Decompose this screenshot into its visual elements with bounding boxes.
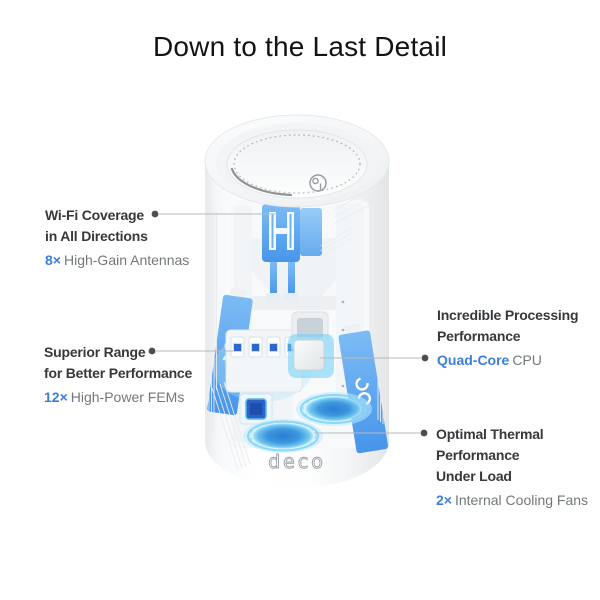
callout-dot-fems: [148, 347, 156, 355]
page-title: Down to the Last Detail: [152, 31, 448, 62]
tp-link-logo-icon: [309, 174, 327, 192]
top-vent-arc: [230, 167, 293, 197]
callout-dot-fans: [420, 429, 428, 437]
callout-spec-text: High-Power FEMs: [70, 389, 185, 405]
callout-fans: Optimal Thermal Performance Under Load 2…: [436, 424, 588, 510]
cooling-fan-right: [296, 392, 372, 426]
callout-antennas: Wi-Fi Coverage in All Directions 8×High-…: [45, 205, 189, 270]
callout-heading: Incredible Processing: [437, 307, 579, 323]
callout-heading: Performance: [436, 447, 520, 463]
callout-dot-antennas: [151, 210, 159, 218]
callout-heading: Performance: [437, 328, 521, 344]
antenna-panel-right: [338, 323, 389, 454]
top-vent-dots: [233, 134, 361, 194]
callout-spec-text: CPU: [512, 352, 542, 368]
callout-spec-text: High-Gain Antennas: [63, 252, 190, 268]
callout-dot-cpu: [421, 354, 429, 362]
callout-lines: [156, 213, 421, 434]
callout-spec-text: Internal Cooling Fans: [454, 492, 589, 508]
deco-logo: deco: [268, 451, 326, 473]
callout-heading: Optimal Thermal: [436, 426, 544, 442]
callout-count: 12×: [44, 389, 68, 405]
power-amp-chip: [239, 393, 273, 425]
cpu-module: [288, 311, 334, 378]
router-cylinder: deco: [204, 114, 390, 488]
callout-fems: Superior Range for Better Performance 12…: [44, 342, 192, 407]
top-cap: [204, 114, 390, 208]
callout-heading: for Better Performance: [44, 365, 193, 381]
callout-count: Quad-Core: [437, 352, 510, 368]
callout-count: 8×: [45, 252, 61, 268]
callout-dots: [148, 210, 429, 437]
callout-spec: 12×High-Power FEMs: [44, 387, 192, 407]
antenna-cluster: [262, 204, 322, 301]
callout-heading: Under Load: [436, 468, 512, 484]
callout-spec: 2×Internal Cooling Fans: [436, 490, 588, 510]
callout-spec: 8×High-Gain Antennas: [45, 250, 189, 270]
callout-heading: in All Directions: [45, 228, 148, 244]
callout-cpu: Incredible Processing Performance Quad-C…: [437, 305, 578, 370]
callout-heading: Wi-Fi Coverage: [45, 207, 144, 223]
callout-heading: Superior Range: [44, 344, 146, 360]
cooling-fan-left: [243, 419, 323, 453]
callout-count: 2×: [436, 492, 452, 508]
